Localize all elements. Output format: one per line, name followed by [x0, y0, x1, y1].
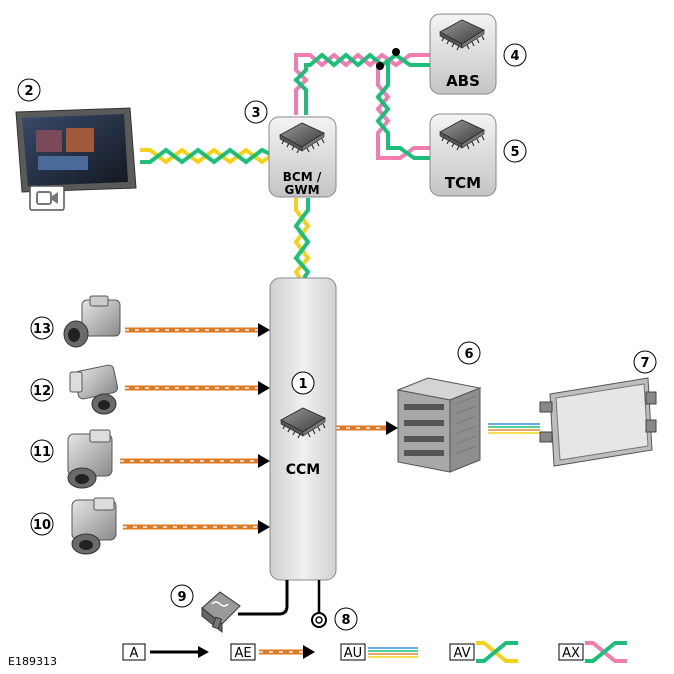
- callout-1: 1: [291, 371, 315, 395]
- tcm-label: TCM: [445, 174, 481, 192]
- callout-8: 8: [334, 607, 358, 631]
- svg-text:12: 12: [33, 384, 51, 399]
- svg-text:11: 11: [33, 445, 51, 460]
- figure-id: E189313: [8, 655, 57, 668]
- callout-9: 9: [170, 584, 194, 608]
- fuse-feed-wire: [238, 580, 289, 616]
- camera-10-icon: [71, 497, 117, 555]
- legend-item-au: AU: [340, 643, 418, 661]
- svg-text:4: 4: [510, 49, 519, 64]
- callout-2: 2: [17, 78, 41, 102]
- svg-text:7: 7: [640, 356, 649, 371]
- bcm-label-line1: BCM /: [283, 170, 322, 184]
- svg-text:6: 6: [464, 347, 473, 362]
- coax-ccm-junction: [336, 421, 398, 435]
- junction-dot: [376, 62, 384, 70]
- ccm-label: CCM: [286, 462, 320, 478]
- fuse-icon: [201, 591, 241, 634]
- bcm-gwm-module: BCM / GWM: [268, 116, 337, 198]
- legend-item-a: A: [122, 643, 209, 661]
- callout-4: 4: [503, 43, 527, 67]
- callout-10: 10: [30, 512, 54, 536]
- svg-text:5: 5: [510, 145, 519, 160]
- ccm-module: CCM: [269, 277, 337, 581]
- callout-11: 11: [30, 439, 54, 463]
- abs-label: ABS: [446, 72, 480, 90]
- camera-13-icon: [63, 295, 121, 348]
- legend: A AE AU AV AX: [122, 641, 627, 663]
- coax-camera-12: [125, 381, 270, 395]
- svg-text:8: 8: [341, 613, 350, 628]
- can-link-bcm-abs-tcm: [293, 52, 432, 160]
- bcm-label-line2: GWM: [284, 183, 319, 197]
- display-icon: [539, 377, 657, 467]
- svg-text:10: 10: [33, 518, 51, 533]
- callout-5: 5: [503, 139, 527, 163]
- tcm-module: TCM: [429, 113, 497, 197]
- svg-text:1: 1: [298, 377, 307, 392]
- svg-text:9: 9: [177, 590, 186, 605]
- coax-camera-10: [123, 520, 270, 534]
- callout-12: 12: [30, 378, 54, 402]
- callout-6: 6: [457, 341, 481, 365]
- svg-text:3: 3: [251, 106, 260, 121]
- camera-12-icon: [69, 364, 119, 415]
- abs-module: ABS: [429, 13, 497, 95]
- legend-item-av: AV: [449, 641, 518, 663]
- can-link-bcm-ccm: [293, 198, 311, 280]
- junction-dot: [392, 48, 400, 56]
- junction-box-icon: [396, 377, 482, 473]
- camera-view-icon: [29, 185, 65, 211]
- coax-camera-13: [125, 323, 270, 337]
- camera-11-icon: [67, 429, 113, 489]
- svg-text:2: 2: [24, 84, 33, 99]
- svg-text:AX: AX: [562, 646, 580, 661]
- svg-text:AE: AE: [234, 646, 251, 661]
- callout-7: 7: [633, 350, 657, 374]
- touchscreen-icon: [15, 107, 137, 211]
- legend-item-ax: AX: [558, 641, 627, 663]
- callout-13: 13: [30, 316, 54, 340]
- svg-text:13: 13: [33, 322, 51, 337]
- svg-text:A: A: [130, 646, 139, 661]
- callout-3: 3: [244, 100, 268, 124]
- can-link-touchscreen-bcm: [140, 147, 274, 165]
- ground-icon: [311, 580, 327, 628]
- legend-item-ae: AE: [230, 643, 315, 661]
- svg-text:AV: AV: [454, 646, 471, 661]
- svg-text:AU: AU: [344, 646, 362, 661]
- lvds-link: [488, 423, 540, 434]
- coax-camera-11: [120, 454, 270, 468]
